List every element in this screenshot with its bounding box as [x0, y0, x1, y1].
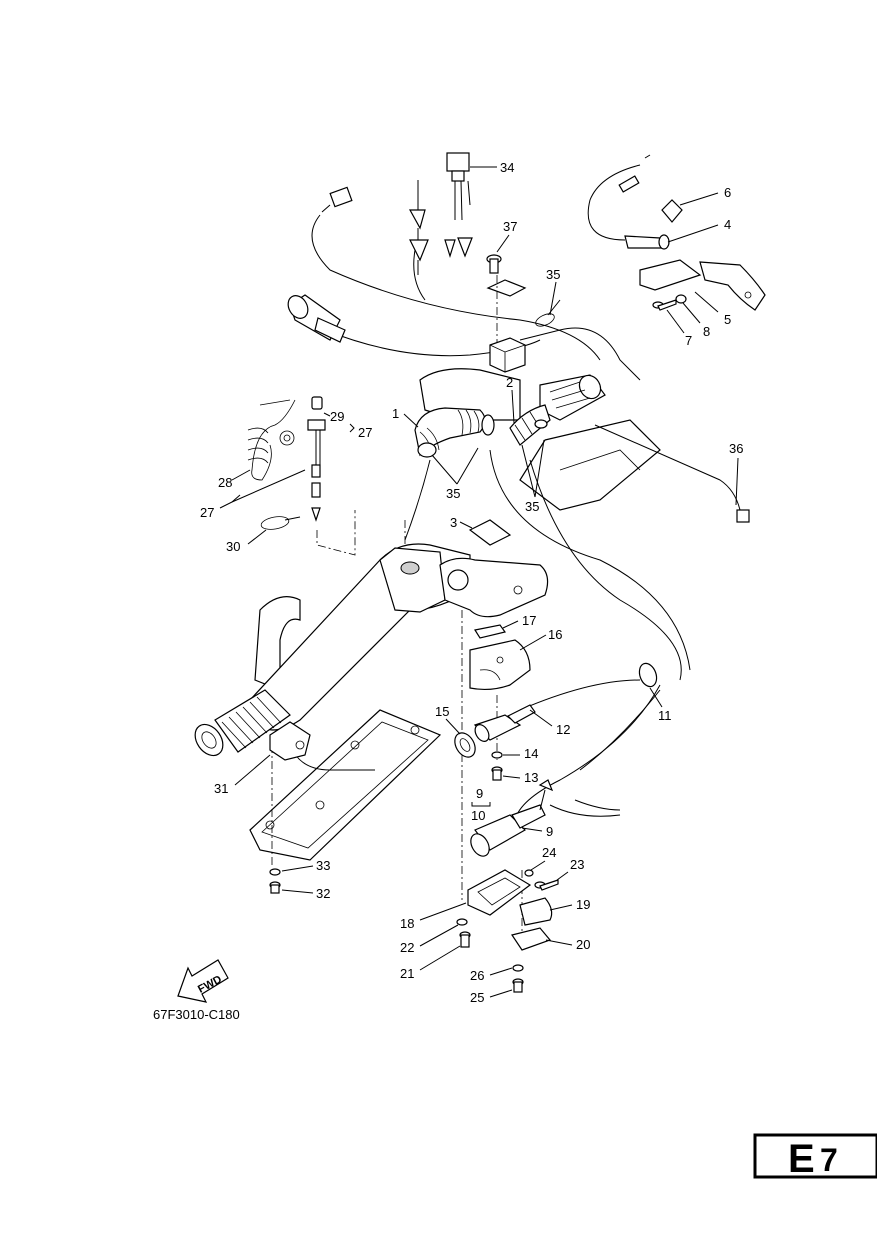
callout-35b: 35: [446, 486, 460, 501]
callout-29: 29: [330, 409, 344, 424]
screw-21: [459, 931, 471, 948]
cover-16: [469, 639, 531, 691]
washer-24: [524, 869, 534, 877]
callout-6: 6: [724, 185, 731, 200]
callout-8: 8: [703, 324, 710, 339]
section-letter: E: [788, 1137, 815, 1181]
callout-9a: 9: [476, 786, 483, 801]
callout-9b: 9: [546, 824, 553, 839]
grommet-1: [414, 407, 495, 458]
callout-5: 5: [724, 312, 731, 327]
callout-7: 7: [685, 333, 692, 348]
callout-10: 10: [471, 808, 485, 823]
grommet-2: [509, 404, 551, 446]
screw-23: [534, 879, 559, 891]
switch-9: [470, 779, 554, 857]
fwd-arrow-icon: FWD: [177, 959, 229, 1003]
callout-22: 22: [400, 940, 414, 955]
washer-33: [269, 868, 281, 876]
callout-12: 12: [556, 722, 570, 737]
washer-14: [491, 751, 503, 759]
wire-harness: [289, 214, 691, 821]
callout-1: 1: [392, 406, 399, 421]
callout-37: 37: [503, 219, 517, 234]
callout-36: 36: [729, 441, 743, 456]
lanyard-switch-29: [307, 396, 326, 522]
screw-25: [512, 978, 524, 993]
screw-32: [269, 881, 281, 894]
callout-18: 18: [400, 916, 414, 931]
callout-15: 15: [435, 704, 449, 719]
switch-box-31: [269, 721, 311, 761]
callout-4: 4: [724, 217, 731, 232]
connector-12: [473, 704, 536, 742]
washer-8: [675, 294, 687, 304]
callout-27b: 27: [200, 505, 214, 520]
relay-box: [489, 337, 526, 373]
washer-26: [512, 964, 524, 972]
callout-21: 21: [400, 966, 414, 981]
bracket-5: [639, 259, 766, 311]
label-17: [474, 624, 507, 639]
bottom-cover: [249, 709, 442, 861]
bolt-37: [486, 254, 527, 345]
callout-14: 14: [524, 746, 538, 761]
section-number: 7: [820, 1142, 838, 1178]
callout-35c: 35: [525, 499, 539, 514]
clamp-11: [638, 662, 658, 688]
sensor-lead-36: [594, 424, 750, 523]
bracket-20: [511, 927, 552, 951]
connector-top-left: [321, 186, 353, 213]
callout-32: 32: [316, 886, 330, 901]
callout-30: 30: [226, 539, 240, 554]
callout-2: 2: [506, 375, 513, 390]
cable-tie-30: [260, 516, 301, 530]
tiller-handle-assembly: [194, 543, 549, 757]
holder-18: [467, 869, 532, 916]
main-switch-2: [539, 374, 606, 421]
callout-23: 23: [570, 857, 584, 872]
section-badge: E 7: [753, 1133, 877, 1181]
neutral-switch-4: [587, 154, 683, 250]
callout-16: 16: [548, 627, 562, 642]
callout-19: 19: [576, 897, 590, 912]
callout-3: 3: [450, 515, 457, 530]
callouts: 1 2 3 4 5 6 7 8 9 9 10 11 12 13 14 15 16: [200, 160, 743, 1005]
stop-switch-28: [247, 399, 296, 481]
callout-34: 34: [500, 160, 514, 175]
callout-24: 24: [542, 845, 556, 860]
callout-35a: 35: [546, 267, 560, 282]
drawing-code: 67F3010-C180: [153, 1007, 240, 1022]
connector-34: [408, 152, 473, 275]
callout-17: 17: [522, 613, 536, 628]
callout-31: 31: [214, 781, 228, 796]
callout-20: 20: [576, 937, 590, 952]
callout-25: 25: [470, 990, 484, 1005]
callout-28: 28: [218, 475, 232, 490]
callout-11: 11: [658, 708, 672, 723]
clip-19: [519, 897, 553, 926]
gasket-3: [468, 519, 512, 546]
main-plug: [287, 294, 346, 343]
callout-33: 33: [316, 858, 330, 873]
seal-15: [454, 732, 476, 758]
upper-bracket: [419, 368, 661, 511]
callout-13: 13: [524, 770, 538, 785]
screw-13: [491, 766, 503, 781]
callout-27a: 27: [358, 425, 372, 440]
cable-tie-35-top: [535, 299, 561, 327]
washer-22: [456, 918, 468, 926]
callout-26: 26: [470, 968, 484, 983]
screw-7: [652, 299, 677, 311]
